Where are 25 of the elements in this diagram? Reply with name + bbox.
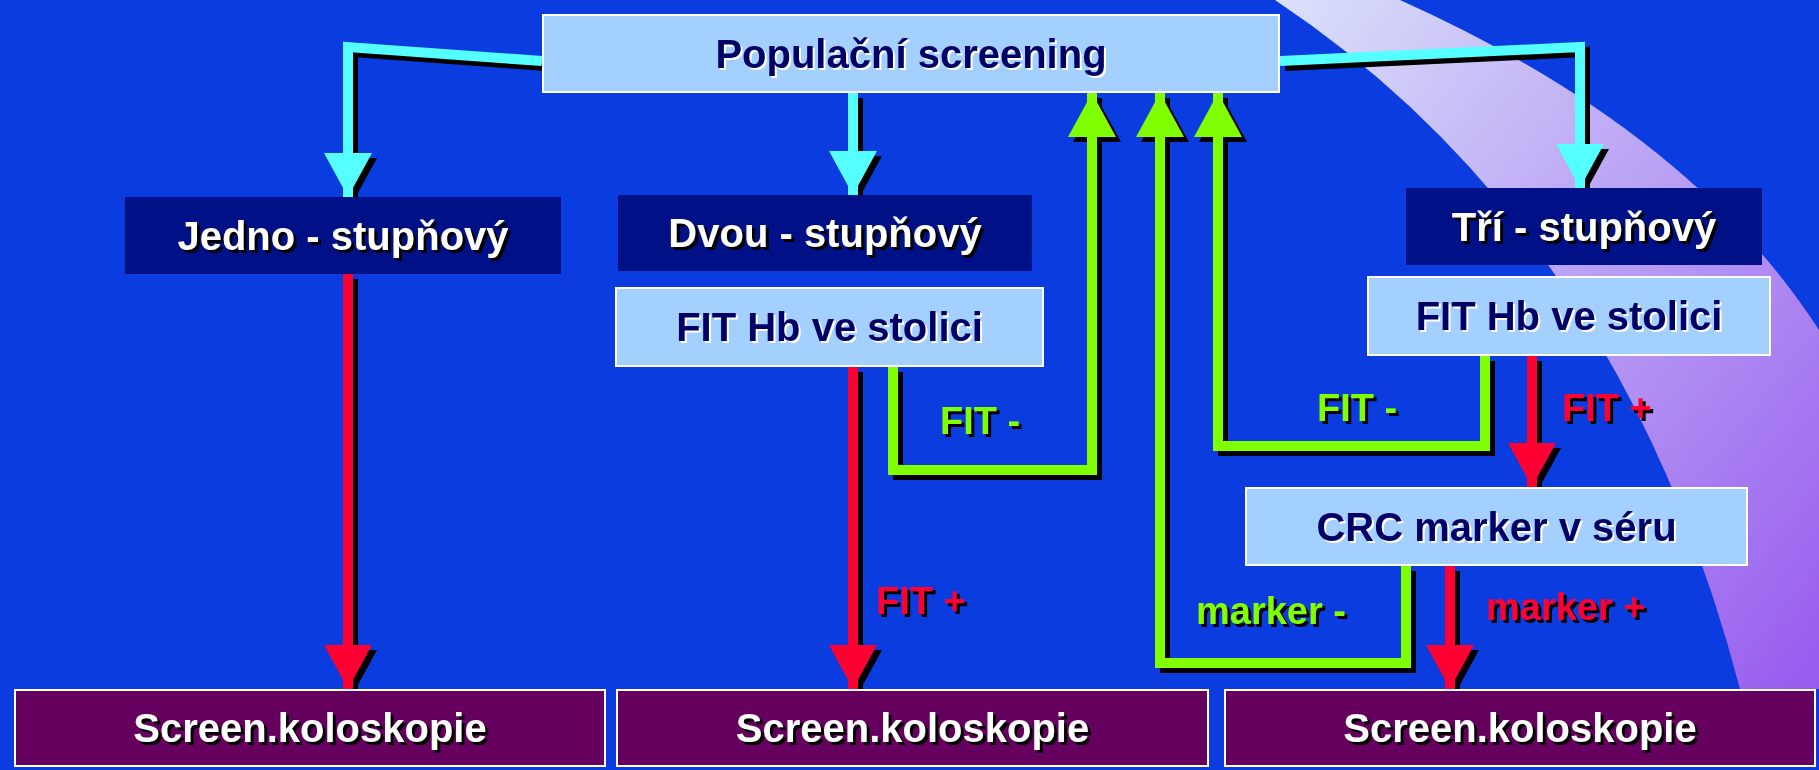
arrow [1279,41,1604,188]
result-box: Screen.koloskopie [616,689,1209,767]
result-box: Screen.koloskopie [14,689,606,767]
edge-label: FIT + [1562,386,1652,431]
arrow [1426,566,1474,689]
arrow [829,93,877,195]
arrow [1508,356,1556,487]
process-box: FIT Hb ve stolici [1367,276,1771,356]
stage-heading-box: Dvou - stupňový [618,195,1032,271]
result-box: Screen.koloskopie [1224,689,1816,767]
arrow [324,41,543,197]
process-box: Populační screening [542,14,1280,93]
edge-label: marker - [1196,589,1346,634]
arrow [1136,93,1411,668]
arrow [829,367,877,689]
edge-label: FIT + [876,579,966,624]
edge-label: FIT - [1317,386,1398,431]
edge-label: FIT - [940,399,1021,444]
stage-heading-box: Tří - stupňový [1406,188,1762,265]
edge-label: marker + [1486,585,1646,630]
arrow [324,274,372,689]
stage-heading-box: Jedno - stupňový [125,197,561,274]
arrow [1194,93,1490,451]
process-box: FIT Hb ve stolici [615,287,1044,367]
process-box: CRC marker v séru [1245,487,1748,566]
